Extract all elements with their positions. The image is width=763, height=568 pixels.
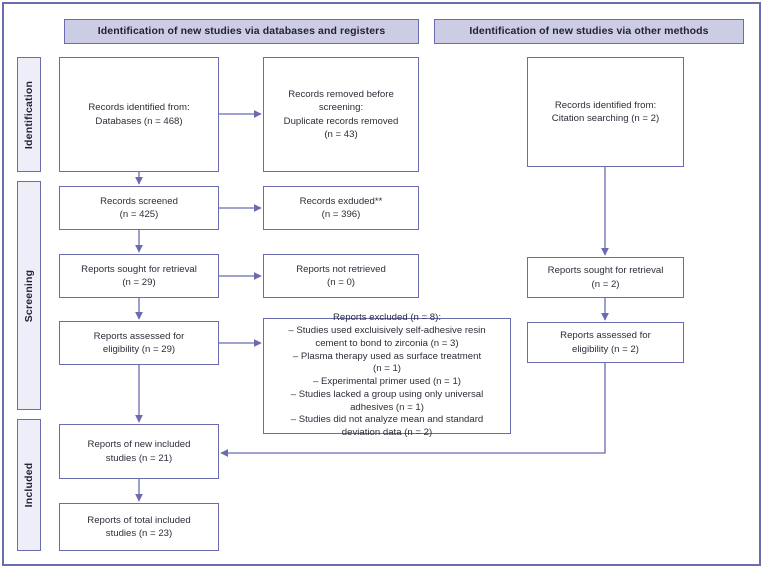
box-records-excluded-text: Records exduded** (n = 396)	[299, 195, 383, 220]
box-reports-excluded-with-reasons: Reports excluded (n = 8): – Studies used…	[263, 312, 511, 438]
box-reports-assessed-for-eligibility-other-text: Reports assessed for eligibility (n = 2)	[560, 330, 651, 355]
box-records-screened-text: Records screened (n = 425)	[100, 195, 178, 220]
stage-label-identification: Identification	[17, 57, 41, 172]
stage-label-screening-text: Screening	[23, 269, 35, 322]
box-reports-sought-for-retrieval-databases-text: Reports sought for retrieval (n = 29)	[81, 263, 197, 288]
box-records-identified-citation-searching: Records identified from: Citation search…	[527, 57, 684, 167]
column-header-databases-registers: Identification of new studies via databa…	[64, 19, 419, 44]
box-records-removed-before-screening: Records removed before screening: Duplic…	[263, 57, 419, 172]
box-records-identified-databases-text: Records identified from: Databases (n = …	[88, 102, 190, 127]
stage-label-included-text: Included	[23, 462, 35, 508]
box-reports-not-retrieved: Reports not retrieved (n = 0)	[263, 254, 419, 298]
stage-label-identification-text: Identification	[23, 80, 35, 149]
box-reports-of-new-included-studies-text: Reports of new included studies (n = 21)	[87, 439, 191, 464]
box-reports-not-retrieved-text: Reports not retrieved (n = 0)	[296, 263, 386, 288]
column-header-other-methods: Identification of new studies via other …	[434, 19, 744, 44]
box-reports-of-total-included-studies-text: Reports of total included studies (n = 2…	[87, 514, 191, 539]
box-records-identified-citation-searching-text: Records identified from: Citation search…	[551, 99, 660, 124]
box-reports-sought-for-retrieval-other-text: Reports sought for retrieval (n = 2)	[547, 265, 664, 290]
box-reports-assessed-for-eligibility-databases-text: Reports assessed for eligibility (n = 29…	[93, 330, 185, 355]
box-reports-sought-for-retrieval-databases: Reports sought for retrieval (n = 29)	[59, 254, 219, 298]
box-reports-excluded-with-reasons-text: Reports excluded (n = 8): – Studies used…	[288, 312, 486, 438]
box-records-excluded: Records exduded** (n = 396)	[263, 186, 419, 230]
box-reports-of-new-included-studies: Reports of new included studies (n = 21)	[59, 424, 219, 479]
stage-label-included: Included	[17, 419, 41, 551]
stage-label-screening: Screening	[17, 181, 41, 410]
box-records-screened: Records screened (n = 425)	[59, 186, 219, 230]
box-records-identified-databases: Records identified from: Databases (n = …	[59, 57, 219, 172]
box-reports-sought-for-retrieval-other: Reports sought for retrieval (n = 2)	[527, 257, 684, 298]
box-reports-assessed-for-eligibility-databases: Reports assessed for eligibility (n = 29…	[59, 321, 219, 365]
box-records-removed-before-screening-text: Records removed before screening: Duplic…	[283, 89, 399, 140]
box-reports-assessed-for-eligibility-other: Reports assessed for eligibility (n = 2)	[527, 322, 684, 363]
box-reports-of-total-included-studies: Reports of total included studies (n = 2…	[59, 503, 219, 551]
